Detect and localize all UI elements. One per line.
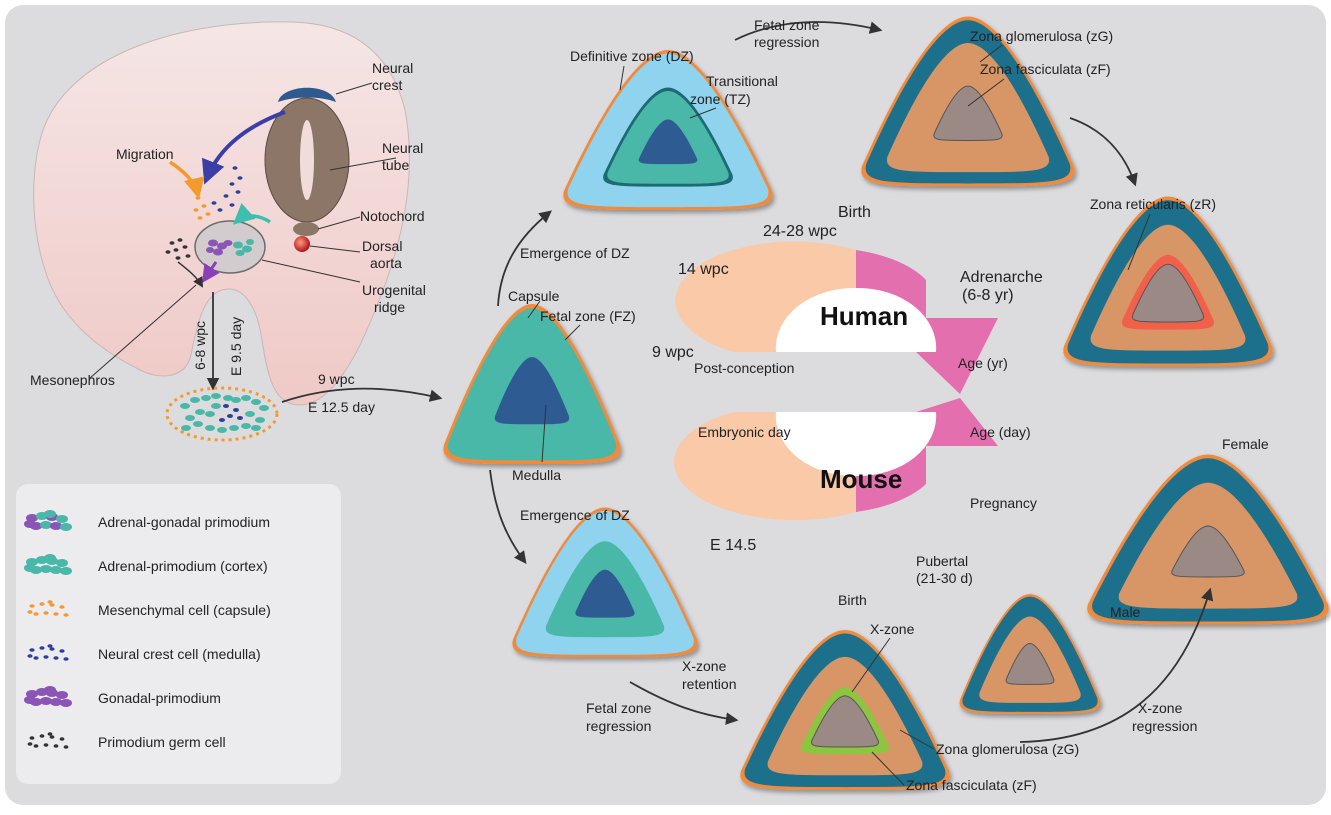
label-fetal-zone: Fetal zone (FZ)	[540, 308, 636, 324]
label-medulla: Medulla	[512, 467, 561, 483]
label-e-9-5-day: E 9.5 day	[228, 317, 244, 376]
label-fz-regression-bottom-1: Fetal zone	[586, 700, 652, 716]
label-definitive-zone: Definitive zone (DZ)	[570, 48, 694, 64]
label-pubertal-2: (21-30 d)	[916, 570, 973, 586]
label-fz-regression-top-2: regression	[754, 34, 819, 50]
urogenital-ridge-shape	[195, 221, 265, 273]
label-x-zone-retention-1: X-zone	[682, 658, 727, 674]
dorsal-aorta-shape	[294, 236, 310, 252]
label-fz-regression-top-1: Fetal zone	[754, 17, 820, 33]
label-x-zone-retention-2: retention	[682, 676, 736, 692]
label-zf-bottom: Zona fasciculata (zF)	[906, 777, 1037, 793]
label-urogenital-ridge-2: ridge	[374, 299, 405, 315]
label-x-zone-regression-2: regression	[1132, 718, 1197, 734]
legend-label: Primodium germ cell	[98, 734, 226, 750]
legend-label: Adrenal-primodium (cortex)	[98, 558, 268, 574]
legend-label: Gonadal-primodium	[98, 690, 221, 706]
legend-label: Adrenal-gonadal primodium	[98, 514, 270, 530]
label-female: Female	[1222, 436, 1269, 452]
label-migration: Migration	[116, 146, 174, 162]
label-neural-tube-1: Neural	[382, 140, 423, 156]
label-neural-tube-2: tube	[382, 157, 409, 173]
label-emergence-dz-top: Emergence of DZ	[520, 245, 630, 261]
label-e-12-5-day: E 12.5 day	[308, 399, 375, 415]
label-male: Male	[1110, 604, 1141, 620]
label-pregnancy: Pregnancy	[970, 495, 1037, 511]
label-birth-top: Birth	[838, 204, 871, 221]
label-mesonephros: Mesonephros	[30, 372, 115, 388]
legend-label: Neural crest cell (medulla)	[98, 646, 261, 662]
label-dorsal-aorta-2: aorta	[370, 255, 402, 271]
label-x-zone: X-zone	[870, 621, 915, 637]
label-birth-bottom: Birth	[838, 592, 867, 608]
label-9-wpc: 9 wpc	[318, 371, 355, 387]
label-zg-bottom: Zona glomerulosa (zG)	[936, 741, 1079, 757]
label-notochord: Notochord	[360, 208, 425, 224]
label-adrenarche-1: Adrenarche	[960, 269, 1043, 286]
label-zg-top: Zona glomerulosa (zG)	[970, 28, 1113, 44]
label-zf-top: Zona fasciculata (zF)	[980, 61, 1111, 77]
label-zona-reticularis: Zona reticularis (zR)	[1090, 196, 1216, 212]
label-pubertal-1: Pubertal	[916, 553, 968, 569]
label-age-yr: Age (yr)	[958, 355, 1008, 371]
label-age-day: Age (day)	[970, 424, 1031, 440]
label-9-wpc-center: 9 wpc	[652, 344, 694, 361]
label-capsule: Capsule	[508, 288, 560, 304]
legend-item: Gonadal-primodium	[24, 686, 221, 707]
label-14-wpc: 14 wpc	[678, 261, 729, 278]
label-dorsal-aorta-1: Dorsal	[362, 238, 402, 254]
label-emergence-dz-bottom: Emergence of DZ	[520, 507, 630, 523]
label-post-conception: Post-conception	[694, 360, 794, 376]
label-24-28-wpc: 24-28 wpc	[763, 223, 837, 240]
label-human: Human	[820, 301, 908, 331]
notochord-shape	[293, 222, 319, 236]
label-transitional-zone-1: Transitional	[706, 73, 778, 89]
label-fz-regression-bottom-2: regression	[586, 718, 651, 734]
label-embryonic-day: Embryonic day	[698, 424, 791, 440]
label-urogenital-ridge-1: Urogenital	[362, 282, 426, 298]
label-mouse: Mouse	[820, 464, 902, 494]
label-x-zone-regression-1: X-zone	[1138, 700, 1183, 716]
label-neural-crest-2: crest	[372, 77, 402, 93]
legend-label: Mesenchymal cell (capsule)	[98, 602, 271, 618]
label-transitional-zone-2: zone (TZ)	[690, 91, 751, 107]
legend: Adrenal-gonadal primodiumAdrenal-primodi…	[16, 484, 341, 784]
label-neural-crest-1: Neural	[372, 60, 413, 76]
label-6-8-wpc: 6-8 wpc	[192, 321, 208, 370]
label-e-14-5: E 14.5	[710, 537, 756, 554]
label-adrenarche-2: (6-8 yr)	[962, 287, 1014, 304]
neural-tube-lumen	[300, 120, 314, 200]
